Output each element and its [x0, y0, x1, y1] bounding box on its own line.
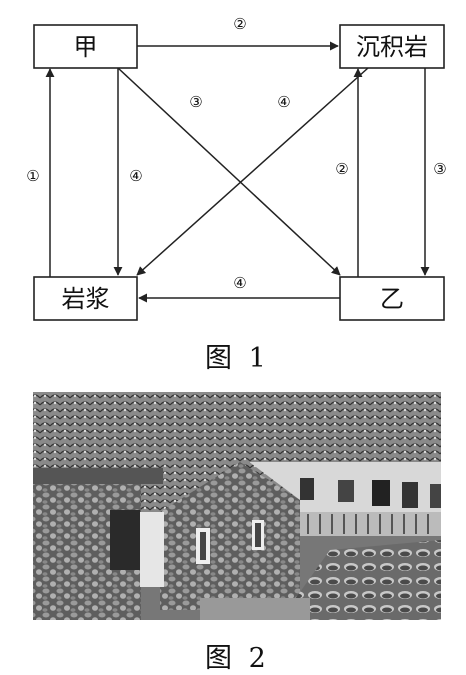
figure2-caption: 图 2 — [205, 643, 270, 674]
svg-text:甲: 甲 — [74, 33, 98, 61]
edge-sed-to-magma — [136, 67, 369, 276]
stone-house-photo — [33, 392, 441, 620]
node-magma: 岩浆 — [33, 276, 138, 321]
edge-label-jia-to-sed: ② — [233, 15, 246, 33]
edge-label-yi-to-sed: ② — [335, 160, 348, 178]
node-yi: 乙 — [339, 276, 445, 321]
edge-label-jia-to-magma: ④ — [129, 167, 142, 185]
edge-label-sed-to-magma: ④ — [277, 93, 290, 111]
node-jia: 甲 — [33, 24, 138, 69]
edge-label-magma-to-jia: ① — [26, 167, 39, 185]
node-sedimentary-rock: 沉积岩 — [339, 24, 445, 69]
svg-text:岩浆: 岩浆 — [62, 285, 110, 313]
diagram-edges — [45, 41, 430, 303]
edge-label-sed-to-yi: ③ — [433, 160, 446, 178]
diagram-edge-labels: ② ③ ④ ① ④ ② ③ ④ — [26, 15, 446, 292]
svg-text:乙: 乙 — [380, 285, 404, 313]
svg-text:沉积岩: 沉积岩 — [356, 33, 428, 61]
edge-jia-to-yi — [117, 67, 341, 276]
figure1-caption: 图 1 — [205, 343, 270, 374]
edge-label-jia-to-yi: ③ — [189, 93, 202, 111]
edge-label-yi-to-magma: ④ — [233, 274, 246, 292]
